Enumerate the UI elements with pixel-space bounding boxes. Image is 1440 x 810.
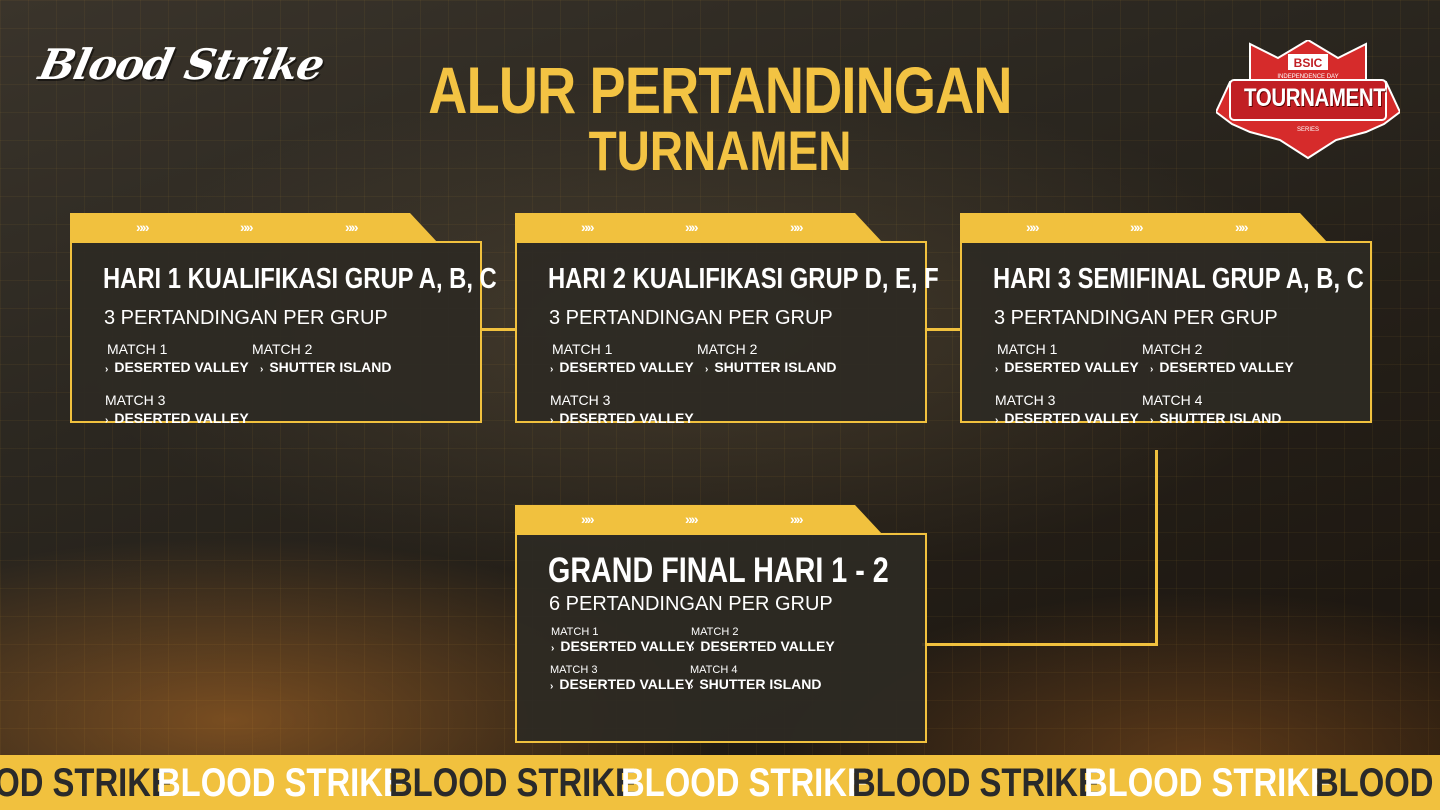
badge-main-text: TOURNAMENT: [1244, 84, 1386, 112]
match-label: MATCH 2: [691, 626, 739, 638]
card-body: [960, 241, 1372, 423]
chevron-right-icon: ›: [550, 364, 554, 375]
ticker-text: BLOOD STRIKE: [157, 761, 405, 805]
triple-chevron-icon: »»: [581, 511, 595, 527]
card-subheading: 3 PERTANDINGAN PER GRUP: [994, 307, 1278, 329]
match-map: ›SHUTTER ISLAND: [260, 359, 392, 375]
connector-to-final: [922, 643, 1158, 646]
triple-chevron-icon: »»: [240, 219, 254, 235]
connector-day1-day2: [480, 328, 516, 331]
triple-chevron-icon: »»: [136, 219, 150, 235]
ticker-text: BLOOD STRIKE: [389, 761, 637, 805]
ticker-text: BLOOD STRIKE: [621, 761, 869, 805]
chevron-right-icon: ›: [105, 364, 109, 375]
chevron-right-icon: ›: [105, 415, 109, 426]
chevron-right-icon: ›: [995, 415, 999, 426]
card-subheading: 3 PERTANDINGAN PER GRUP: [549, 307, 833, 329]
card-body: [70, 241, 482, 423]
tournament-series-badge: BSIC INDEPENDENCE DAY SERIES: [1216, 40, 1400, 160]
match-map: ›DESERTED VALLEY: [551, 638, 695, 654]
match-map: ›DESERTED VALLEY: [1150, 359, 1294, 375]
card-subheading: 6 PERTANDINGAN PER GRUP: [549, 593, 833, 615]
match-map: ›DESERTED VALLEY: [550, 676, 694, 692]
chevron-right-icon: ›: [705, 364, 709, 375]
chevron-right-icon: ›: [691, 643, 695, 654]
triple-chevron-icon: »»: [790, 511, 804, 527]
match-map: ›SHUTTER ISLAND: [705, 359, 837, 375]
card-grand-final: »» »» »» GRAND FINAL HARI 1 - 2 6 PERTAN…: [515, 505, 927, 745]
triple-chevron-icon: »»: [345, 219, 359, 235]
brand-ticker: BLOOD STRIKE BLOOD STRIKE BLOOD STRIKE B…: [0, 755, 1440, 810]
card-body: [515, 241, 927, 423]
badge-sub-text: INDEPENDENCE DAY: [1277, 74, 1338, 80]
card-tab: [960, 213, 1328, 243]
match-label: MATCH 3: [105, 392, 166, 408]
match-label: MATCH 1: [107, 341, 168, 357]
match-map: ›DESERTED VALLEY: [691, 638, 835, 654]
match-label: MATCH 4: [1142, 392, 1203, 408]
chevron-right-icon: ›: [260, 364, 264, 375]
card-tab: [70, 213, 438, 243]
chevron-right-icon: ›: [1150, 364, 1154, 375]
match-map: ›DESERTED VALLEY: [550, 359, 694, 375]
triple-chevron-icon: »»: [790, 219, 804, 235]
triple-chevron-icon: »»: [1235, 219, 1249, 235]
match-label: MATCH 3: [995, 392, 1056, 408]
match-label: MATCH 1: [552, 341, 613, 357]
match-map: ›DESERTED VALLEY: [995, 359, 1139, 375]
triple-chevron-icon: »»: [685, 219, 699, 235]
triple-chevron-icon: »»: [1026, 219, 1040, 235]
match-label: MATCH 2: [697, 341, 758, 357]
chevron-right-icon: ›: [995, 364, 999, 375]
chevron-right-icon: ›: [690, 681, 694, 692]
badge-small-text: SERIES: [1297, 127, 1319, 133]
page-title: ALUR PERTANDINGAN: [428, 53, 1012, 127]
connector-day2-day3: [924, 328, 962, 331]
match-map: ›DESERTED VALLEY: [105, 410, 249, 426]
card-tab: [515, 213, 883, 243]
match-map: ›DESERTED VALLEY: [105, 359, 249, 375]
match-map: ›SHUTTER ISLAND: [1150, 410, 1282, 426]
match-label: MATCH 1: [551, 626, 599, 638]
card-heading: HARI 3 SEMIFINAL GRUP A, B, C: [993, 263, 1364, 295]
card-heading: GRAND FINAL HARI 1 - 2: [548, 551, 889, 590]
card-heading: HARI 2 KUALIFIKASI GRUP D, E, F: [548, 263, 939, 295]
match-label: MATCH 2: [1142, 341, 1203, 357]
match-label: MATCH 3: [550, 392, 611, 408]
triple-chevron-icon: »»: [685, 511, 699, 527]
page-subtitle: TURNAMEN: [588, 119, 852, 182]
ticker-text: BLOOD STRIKE: [1315, 761, 1440, 805]
match-label: MATCH 1: [997, 341, 1058, 357]
ticker-text: BLOOD STRIKE: [1084, 761, 1332, 805]
card-day1: »» »» »» HARI 1 KUALIFIKASI GRUP A, B, C…: [70, 213, 497, 426]
chevron-right-icon: ›: [1150, 415, 1154, 426]
card-day2: »» »» »» HARI 2 KUALIFIKASI GRUP D, E, F…: [515, 213, 939, 426]
card-heading: HARI 1 KUALIFIKASI GRUP A, B, C: [103, 263, 497, 295]
chevron-right-icon: ›: [551, 643, 555, 654]
match-map: ›DESERTED VALLEY: [995, 410, 1139, 426]
match-map: ›DESERTED VALLEY: [550, 410, 694, 426]
match-label: MATCH 2: [252, 341, 313, 357]
triple-chevron-icon: »»: [1130, 219, 1144, 235]
card-day3: »» »» »» HARI 3 SEMIFINAL GRUP A, B, C 3…: [960, 213, 1372, 426]
match-label: MATCH 3: [550, 664, 598, 676]
connector-day3-down: [1155, 450, 1158, 646]
badge-top-text: BSIC: [1294, 56, 1323, 70]
ticker-text: BLOOD STRIKE: [0, 761, 173, 805]
chevron-right-icon: ›: [550, 415, 554, 426]
chevron-right-icon: ›: [550, 681, 554, 692]
match-map: ›SHUTTER ISLAND: [690, 676, 822, 692]
card-subheading: 3 PERTANDINGAN PER GRUP: [104, 307, 388, 329]
match-label: MATCH 4: [690, 664, 738, 676]
card-tab: [515, 505, 883, 535]
card-body: [515, 533, 927, 743]
ticker-text: BLOOD STRIKE: [852, 761, 1100, 805]
triple-chevron-icon: »»: [581, 219, 595, 235]
